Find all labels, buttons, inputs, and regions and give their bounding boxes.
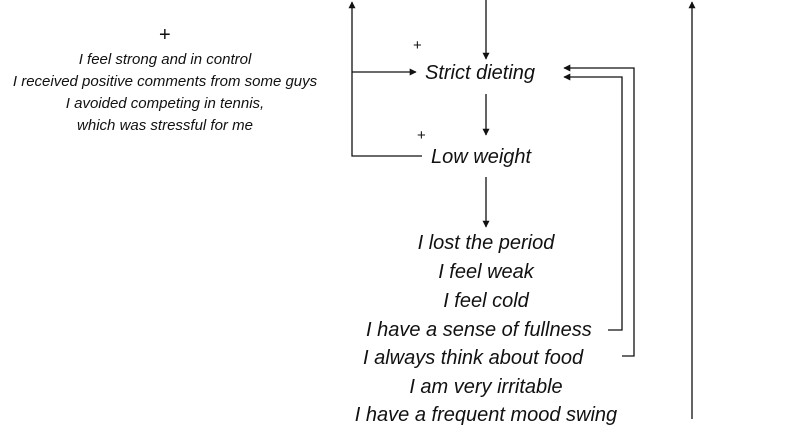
consequence-5: I always think about food: [363, 347, 584, 369]
feedback-food: [563, 64, 635, 357]
strict-dieting-label: Strict dieting: [425, 62, 536, 84]
consequence-4: I have a sense of fullness: [366, 319, 592, 341]
feedback-fullness: [563, 73, 623, 331]
benefit-line-4: which was stressful for me: [77, 117, 253, 134]
strict-dieting-plus: +: [413, 37, 422, 54]
consequence-7: I have a frequent mood swing: [354, 404, 618, 426]
consequence-2: I feel weak: [438, 261, 534, 283]
benefit-line-1: I feel strong and in control: [78, 51, 252, 68]
benefits-plus: +: [159, 24, 171, 46]
low-weight-label: Low weight: [431, 146, 532, 168]
benefit-line-3: I avoided competing in tennis,: [65, 95, 265, 112]
consequence-6: I am very irritable: [409, 376, 563, 398]
consequence-3: I feel cold: [443, 290, 529, 312]
loop-low-weight-left: [348, 1, 422, 157]
consequence-1: I lost the period: [417, 232, 555, 254]
benefit-line-2: I received positive comments from some g…: [12, 73, 318, 90]
low-weight-plus: +: [417, 127, 426, 144]
